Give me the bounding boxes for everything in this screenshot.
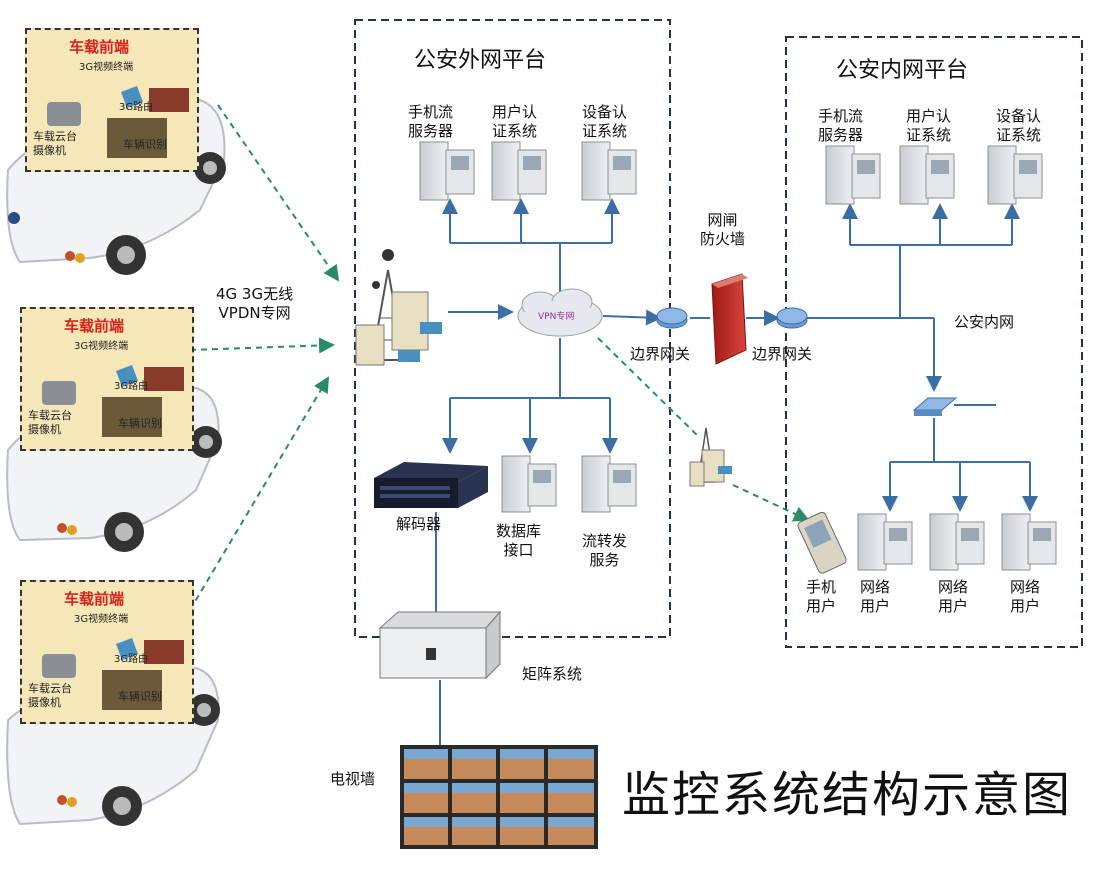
server-icon: [1001, 513, 1057, 571]
vehicle-camera-label: 车载云台 摄像机: [28, 409, 72, 436]
mobile-phone-icon: [797, 511, 847, 574]
int-server-label: 手机流 服务器: [818, 107, 864, 144]
ext-server-label: 手机流 服务器: [408, 103, 454, 140]
network-user-label: 网络 用户: [938, 578, 969, 615]
server-icon: [929, 513, 985, 571]
vehicle-router-label: 3G路由: [114, 654, 149, 665]
network-user-label: 网络 用户: [1010, 578, 1041, 615]
database-interface-label: 数据库 接口: [496, 522, 542, 559]
vpn-cloud-icon: [517, 288, 603, 337]
firewall-icon: [711, 273, 748, 365]
camera-icon: [42, 638, 184, 710]
server-icon: [825, 145, 881, 205]
internal-platform-title: 公安内网平台: [836, 58, 969, 83]
vehicle-tag: 车载前端: [64, 317, 125, 335]
internal-network-label: 公安内网: [954, 313, 1015, 331]
vehicle-front-end: 车载前端 3G视频终端 3G路由 车载云台 摄像机 车辆识别: [0, 307, 230, 557]
internal-links: [806, 203, 1038, 512]
network-user-label: 网络 用户: [860, 578, 891, 615]
vehicle-tag: 车载前端: [64, 590, 125, 608]
mobile-user-label: 手机 用户: [806, 578, 837, 615]
external-platform-frame: [354, 19, 671, 638]
int-server-label: 设备认 证系统: [996, 107, 1042, 144]
vehicle-router-label: 3G路由: [114, 381, 149, 392]
ext-server-label: 用户认 证系统: [492, 103, 538, 140]
vehicle-panel: 车载前端 3G视频终端 3G路由 车载云台 摄像机 车辆识别: [25, 28, 199, 172]
border-gateway-icon: [656, 307, 688, 329]
external-links: [435, 198, 780, 745]
vehicle-terminal-label: 3G视频终端: [74, 341, 129, 352]
vehicle-camera-label: 车载云台 摄像机: [33, 130, 77, 157]
vehicle-recognition-label: 车辆识别: [123, 138, 167, 151]
vehicle-panel: 车载前端 3G视频终端 3G路由 车载云台 摄像机 车辆识别: [20, 307, 194, 451]
int-server-label: 用户认 证系统: [906, 107, 952, 144]
server-icon: [419, 141, 475, 201]
border-gateway-icon: [776, 307, 808, 329]
server-icon: [857, 513, 913, 571]
vehicle-recognition-label: 车辆识别: [118, 690, 162, 703]
matrix-system-icon: [378, 610, 502, 680]
firewall-label: 网闸 防火墙: [700, 211, 746, 248]
vpn-cloud-label: VPN专网: [538, 312, 575, 322]
vehicle-camera-label: 车载云台 摄像机: [28, 682, 72, 709]
ext-server-label: 设备认 证系统: [582, 103, 628, 140]
stream-forward-label: 流转发 服务: [582, 532, 628, 569]
decoder-icon: [374, 462, 488, 508]
wireless-links: [189, 104, 810, 611]
matrix-system-label: 矩阵系统: [522, 665, 583, 683]
vehicle-front-end: 车载前端 3G视频终端 3G路由 车载云台 摄像机 车辆识别: [3, 28, 233, 278]
server-icon: [899, 145, 955, 205]
network-switch-icon: [912, 397, 958, 416]
decoder-label: 解码器: [396, 515, 442, 533]
tv-wall: [400, 745, 598, 849]
tv-wall-label: 电视墙: [330, 770, 376, 788]
server-icon: [501, 455, 557, 513]
camera-icon: [47, 86, 189, 158]
gateway-left-label: 边界网关: [630, 345, 691, 363]
vehicle-recognition-label: 车辆识别: [118, 417, 162, 430]
gateway-right-label: 边界网关: [752, 345, 813, 363]
wireless-tower-icon: [355, 249, 442, 366]
external-platform-title: 公安外网平台: [414, 48, 547, 73]
vehicle-tag: 车载前端: [69, 38, 130, 56]
vehicle-panel: 车载前端 3G视频终端 3G路由 车载云台 摄像机 车辆识别: [20, 580, 194, 724]
server-icon: [581, 455, 637, 513]
diagram-title: 监控系统结构示意图: [622, 767, 1073, 823]
vehicle-front-end: 车载前端 3G视频终端 3G路由 车载云台 摄像机 车辆识别: [0, 580, 230, 830]
server-icon: [491, 141, 547, 201]
server-icon: [987, 145, 1043, 205]
internal-platform-frame: [785, 36, 1083, 648]
wireless-tower-icon: [689, 427, 732, 487]
vehicle-terminal-label: 3G视频终端: [79, 62, 134, 73]
wireless-network-label: 4G 3G无线 VPDN专网: [216, 285, 294, 322]
camera-icon: [42, 365, 184, 437]
server-icon: [581, 141, 637, 201]
vehicle-router-label: 3G路由: [119, 102, 154, 113]
vehicle-terminal-label: 3G视频终端: [74, 614, 129, 625]
